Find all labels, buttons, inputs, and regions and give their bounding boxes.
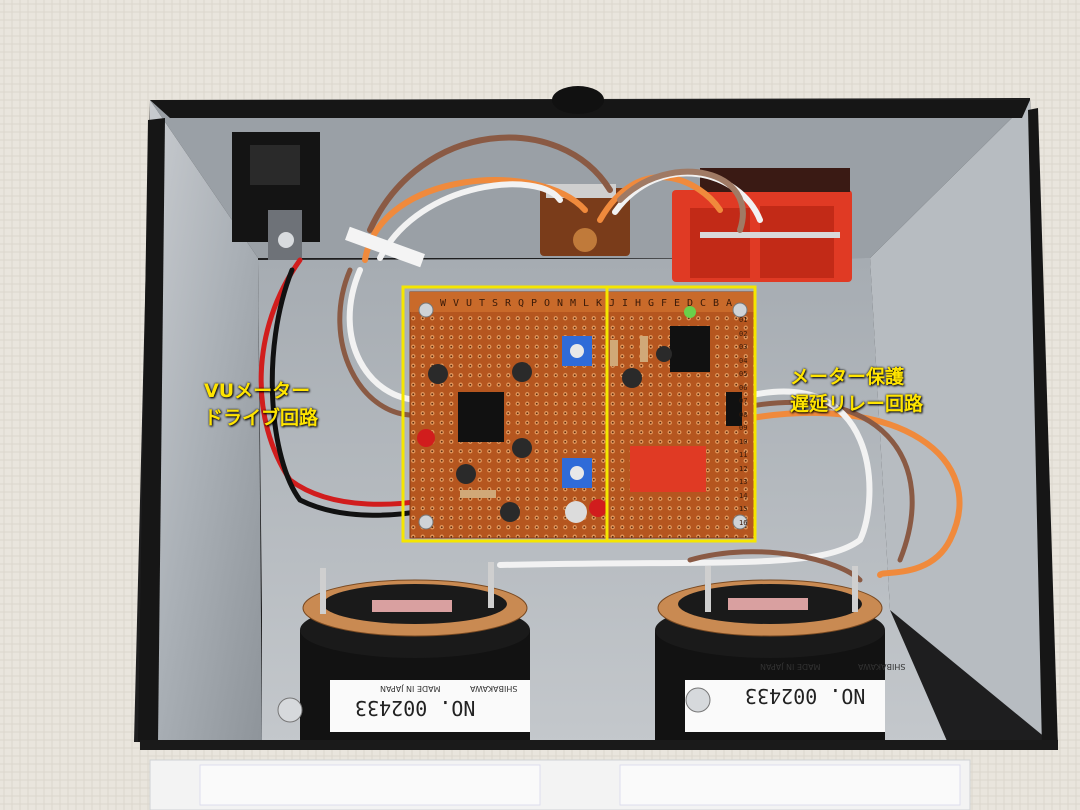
meter-left-maker: SHIBAKAWA <box>470 684 518 693</box>
wire-brown-r2 <box>687 549 863 583</box>
board-row-numbers: 01 02 03 04 05 06 07 08 09 10 11 12 13 14 15 16 <box>739 314 755 530</box>
wire-brown-3 <box>337 267 423 418</box>
wire-orange-1 <box>362 177 588 263</box>
board-row-number: 01 <box>739 316 748 324</box>
label-protection-relay-circuit: メーター保護 遅延リレー回路 <box>790 364 923 418</box>
board-row-number: 15 <box>739 505 748 513</box>
board-row-number: 11 <box>739 451 748 459</box>
meter-right-origin: MADE IN JAPAN <box>760 662 821 671</box>
label-vu-drive-circuit: VUメーター ドライブ回路 <box>204 378 318 432</box>
meter-left-serial: NO. 002433 <box>355 696 476 720</box>
board-row-number: 03 <box>739 343 748 351</box>
relay <box>630 446 706 492</box>
right-wall <box>870 100 1058 748</box>
board-row-number: 04 <box>739 356 748 365</box>
wire-brown-2 <box>617 168 746 233</box>
meter-right-maker: SHIBAKAWA <box>858 662 906 671</box>
vu-meter-right <box>655 566 885 740</box>
meter-right-serial: NO. 002433 <box>745 684 866 708</box>
ic-right <box>670 326 710 372</box>
highlight-box-relay <box>605 285 757 543</box>
power-jack <box>232 132 320 260</box>
left-wall <box>148 100 262 742</box>
board-row-number: 07 <box>739 397 748 405</box>
meter-left-origin: MADE IN JAPAN <box>380 684 441 693</box>
board-row-number: 05 <box>739 370 748 378</box>
board-row-number: 09 <box>739 424 748 432</box>
board-row-number: 16 <box>739 518 748 527</box>
label-protection-line2: 遅延リレー回路 <box>790 393 924 415</box>
wire-brown-1 <box>367 134 613 233</box>
wire-white-r1 <box>497 388 873 568</box>
board-row-number: 06 <box>739 383 748 392</box>
wire-white-1 <box>377 181 563 261</box>
label-vu-drive-line1: VUメーター <box>204 380 311 402</box>
wire-black <box>269 267 463 518</box>
board-row-number: 14 <box>739 491 748 500</box>
board-row-number: 12 <box>739 464 748 473</box>
board-row-number: 08 <box>739 410 748 419</box>
ic-left <box>458 392 504 442</box>
label-vu-drive-line2: ドライブ回路 <box>204 407 319 429</box>
board-row-number: 02 <box>739 329 748 338</box>
cable-tie <box>345 226 425 268</box>
perfboard: W V U T S R Q P O N M L K J I H G F E D … <box>409 291 756 539</box>
label-protection-line1: メーター保護 <box>790 366 905 388</box>
board-column-letters: W V U T S R Q P O N M L K J I H G F E D … <box>440 298 732 309</box>
volume-knob <box>552 86 604 114</box>
board-row-number: 10 <box>739 437 748 446</box>
vu-meter-left <box>277 562 530 740</box>
board-row-number: 13 <box>739 478 748 486</box>
wire-brown-r1 <box>737 399 915 563</box>
